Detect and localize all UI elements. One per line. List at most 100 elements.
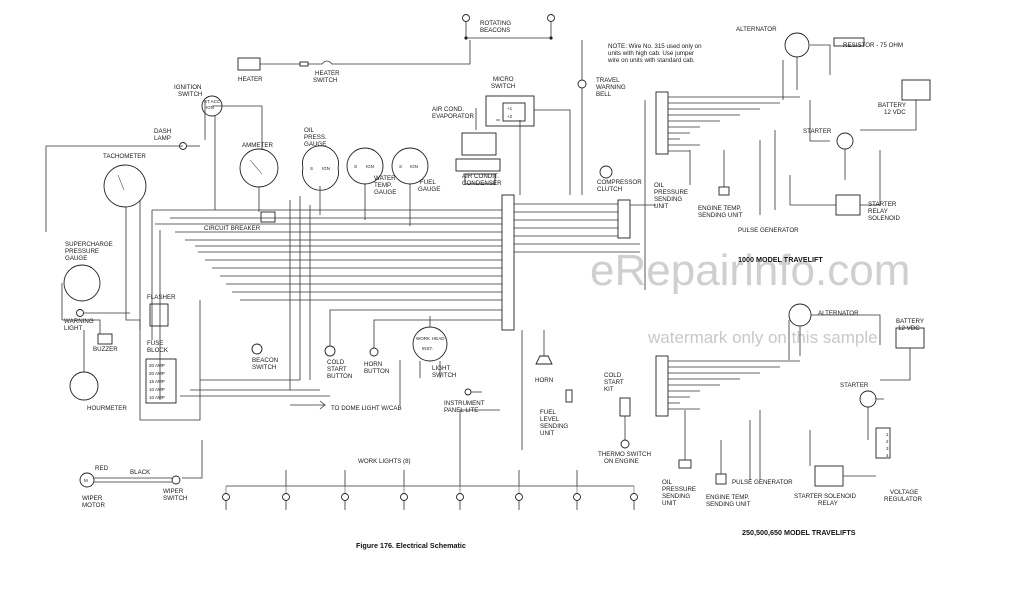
watermark-main: eRepairinfo.com xyxy=(590,246,910,295)
wiper-motor-label: WIPER xyxy=(82,495,103,502)
wiper-switch-label-2: SWITCH xyxy=(163,495,187,502)
buzzer-label: BUZZER xyxy=(93,346,118,353)
horn-label: HORN xyxy=(535,377,553,384)
heater xyxy=(237,40,471,71)
work-lights-label: WORK LIGHTS (8) xyxy=(358,458,411,465)
warning-light-label-2: LIGHT xyxy=(64,325,82,332)
heater-switch-label: HEATER xyxy=(315,70,340,77)
horn-button-label: HORN xyxy=(364,361,382,368)
starter-relay-label-2: RELAY xyxy=(868,208,888,215)
tachometer-label: TACHOMETER xyxy=(103,153,146,160)
oil-send-bot-label-4: UNIT xyxy=(662,500,677,507)
water-temp-label-2: TEMP. xyxy=(374,182,392,189)
solenoid-relay-label-2: RELAY xyxy=(818,500,838,507)
voltage-reg-label-2: REGULATOR xyxy=(884,496,922,503)
eng-temp-top-label-2: SENDING UNIT xyxy=(698,212,743,219)
battery-top-label: BATTERY xyxy=(878,102,906,109)
fuel-gauge-label: FUEL xyxy=(420,179,436,186)
travel-warning-label-2: WARNING xyxy=(596,84,626,91)
oil-press-label: OIL xyxy=(304,127,315,134)
wiper-motor: M xyxy=(79,440,203,488)
dome-light xyxy=(290,400,326,410)
work-lights xyxy=(222,409,638,510)
wire-black-label: BLACK xyxy=(130,469,151,476)
travel-warning-label: TRAVEL xyxy=(596,77,620,84)
light-switch: WORK HEAD INST. xyxy=(412,326,448,362)
wiper-motor-label-2: MOTOR xyxy=(82,502,105,509)
svg-text:2: 2 xyxy=(886,439,889,444)
cold-start-kit-label-3: KIT xyxy=(604,386,614,393)
rotating-beacons xyxy=(462,14,555,40)
model-1000-caption: 1000 MODEL TRAVELIFT xyxy=(738,255,823,264)
battery-top-label-2: 12 VDC xyxy=(884,109,906,116)
warning-light xyxy=(76,309,130,317)
instrument-lite-label: INSTRUMENT xyxy=(444,400,485,407)
svg-text:M: M xyxy=(84,478,88,483)
beacon-switch-label: BEACON xyxy=(252,357,278,364)
fuse-block-label: FUSE xyxy=(147,340,164,347)
compressor-label: COMPRESSOR xyxy=(597,179,642,186)
hourmeter xyxy=(69,371,99,401)
instrument-lite-label-2: PANEL LITE xyxy=(444,407,478,414)
pulse-top-label: PULSE GENERATOR xyxy=(738,227,799,234)
oil-send-bot-label-2: PRESSURE xyxy=(662,486,696,493)
horn-button xyxy=(369,347,379,357)
model-small-caption: 250,500,650 MODEL TRAVELIFTS xyxy=(742,528,856,537)
svg-text:3: 3 xyxy=(886,446,889,451)
beacon-switch-label-2: SWITCH xyxy=(252,364,276,371)
ammeter-label: AMMETER xyxy=(242,142,273,149)
dash-lamp-label-2: LAMP xyxy=(154,135,171,142)
oil-send-bot-label-3: SENDING xyxy=(662,493,690,500)
fuel-level-label: FUEL xyxy=(540,409,556,416)
rotating-beacons-label: ROTATING xyxy=(480,20,511,27)
light-switch-label-2: SWITCH xyxy=(432,372,456,379)
air-cond-evaporator xyxy=(455,132,501,185)
svg-text:WORK: WORK xyxy=(416,336,430,341)
air-cond-label: AIR CONDIT. xyxy=(462,173,499,180)
oil-press-label-2: PRESS. xyxy=(304,134,327,141)
rotating-beacons-label-2: BEACONS xyxy=(480,27,510,34)
starter-relay-label-3: SOLENOID xyxy=(868,215,901,222)
instrument-panel-lite xyxy=(464,388,482,396)
supercharge-label-3: GAUGE xyxy=(65,255,87,262)
buzzer xyxy=(97,333,113,345)
eng-temp-bot-label: ENGINE TEMP. xyxy=(706,494,750,501)
beacon-switch xyxy=(251,343,263,355)
air-evap-label-2: EVAPORATOR xyxy=(432,113,474,120)
wiper-switch-label: WIPER xyxy=(163,488,184,495)
svg-text:15 AMP: 15 AMP xyxy=(149,379,165,384)
svg-text:IGN: IGN xyxy=(322,166,330,171)
heater-switch-label-2: SWITCH xyxy=(313,77,337,84)
note-line-2: units with high cab. Use jumper xyxy=(608,50,694,57)
solenoid-relay-label: STARTER SOLENOID xyxy=(794,493,857,500)
svg-text:1: 1 xyxy=(886,432,889,437)
svg-text:IGN: IGN xyxy=(410,164,418,169)
flasher xyxy=(149,303,169,327)
eng-temp-top-label: ENGINE TEMP. xyxy=(698,205,742,212)
air-evap-label: AIR COND. xyxy=(432,106,464,113)
ignition-switch-label: IGNITION xyxy=(174,84,202,91)
svg-text:20 AMP: 20 AMP xyxy=(149,363,165,368)
compressor-clutch xyxy=(599,165,613,179)
cold-start-button xyxy=(324,345,336,357)
battery-bot-label-2: 12 VDC xyxy=(898,325,920,332)
tachometer xyxy=(103,164,147,208)
water-temp-label-3: GAUGE xyxy=(374,189,396,196)
alternator-bot-label: ALTERNATOR xyxy=(818,310,859,317)
ammeter xyxy=(239,148,279,188)
oil-press-label-3: GAUGE xyxy=(304,141,326,148)
travelift-1000-circuit xyxy=(630,32,931,290)
svg-text:S: S xyxy=(354,164,357,169)
cold-start-button-label: COLD xyxy=(327,359,345,366)
cold-start-button-label-2: START xyxy=(327,366,347,373)
thermo-switch-label-2: ON ENGINE xyxy=(604,458,639,465)
travelift-small-circuit: 1 2 3 4 xyxy=(655,303,925,487)
svg-text:+1: +1 xyxy=(507,106,513,111)
oil-send-top-label: OIL xyxy=(654,182,665,189)
light-switch-label: LIGHT xyxy=(432,365,450,372)
oil-send-top-label-3: SENDING xyxy=(654,196,682,203)
dash-lamp-label: DASH xyxy=(154,128,171,135)
dome-light-label: TO DOME LIGHT W/CAB xyxy=(331,405,402,412)
thermo-switch-label: THERMO SWITCH xyxy=(598,451,651,458)
